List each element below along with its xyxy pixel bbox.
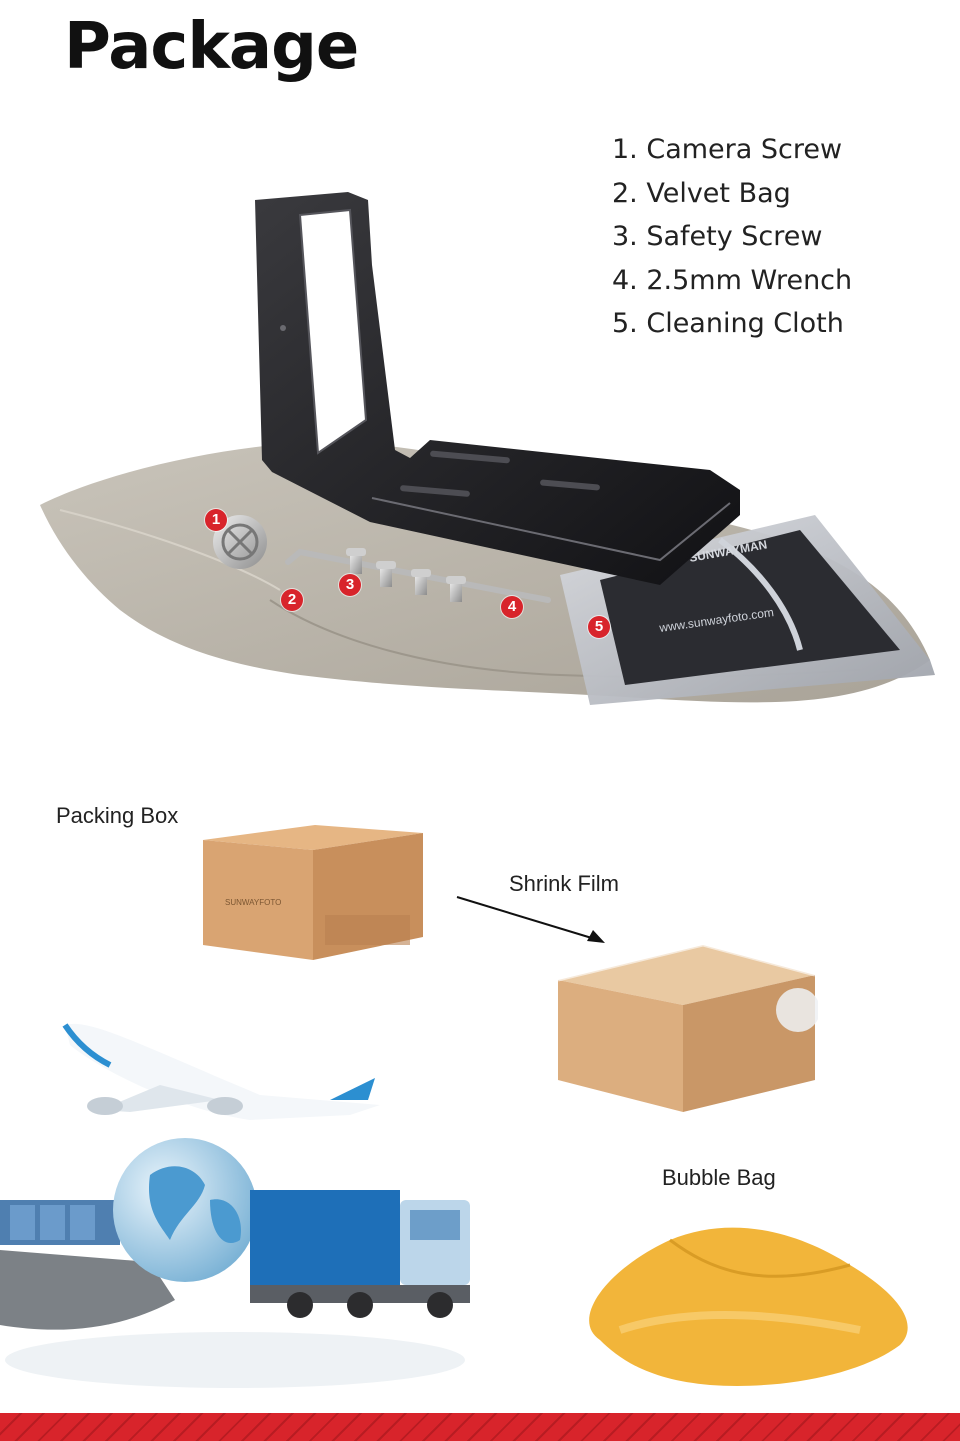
shrink-film-box-image bbox=[557, 943, 818, 1112]
bubble-bag-label: Bubble Bag bbox=[662, 1165, 776, 1190]
ship-icon bbox=[0, 1200, 175, 1330]
package-item-safety-screw: 3. Safety Screw bbox=[612, 221, 823, 252]
box-brand-text: SUNWAYFOTO bbox=[225, 898, 281, 907]
package-item-cleaning-cloth: 5. Cleaning Cloth bbox=[612, 308, 844, 339]
callout-5: 5 bbox=[588, 616, 610, 638]
package-item-wrench: 4. 2.5mm Wrench bbox=[612, 264, 853, 296]
packing-box-image: SUNWAYFOTO bbox=[203, 825, 423, 960]
airplane-icon bbox=[62, 1023, 380, 1120]
l-bracket bbox=[255, 192, 740, 585]
camera-screw bbox=[213, 515, 267, 569]
product-photo: www.sunwayfoto.com SUNWAYMAN bbox=[40, 192, 935, 705]
callout-3: 3 bbox=[339, 574, 361, 596]
bubble-bag-image bbox=[589, 1227, 908, 1386]
callout-2: 2 bbox=[281, 589, 303, 611]
callout-1: 1 bbox=[205, 509, 227, 531]
package-item-camera-screw: 1. Camera Screw bbox=[612, 134, 843, 165]
packing-box-label: Packing Box bbox=[56, 803, 179, 828]
page-title: Package bbox=[64, 10, 359, 84]
truck-icon bbox=[250, 1190, 470, 1318]
safety-screws bbox=[346, 548, 466, 602]
arrow-icon bbox=[456, 896, 605, 943]
package-item-list: 1. Camera Screw 2. Velvet Bag 3. Safety … bbox=[612, 130, 852, 348]
globe-icon bbox=[113, 1138, 257, 1282]
hex-wrench bbox=[285, 548, 551, 603]
package-item-velvet-bag: 2. Velvet Bag bbox=[612, 177, 791, 209]
shrink-film-label: Shrink Film bbox=[509, 871, 620, 896]
bottom-decorative-stripe bbox=[0, 1413, 960, 1441]
callout-4: 4 bbox=[501, 596, 523, 618]
logistics-illustration bbox=[0, 1023, 470, 1388]
